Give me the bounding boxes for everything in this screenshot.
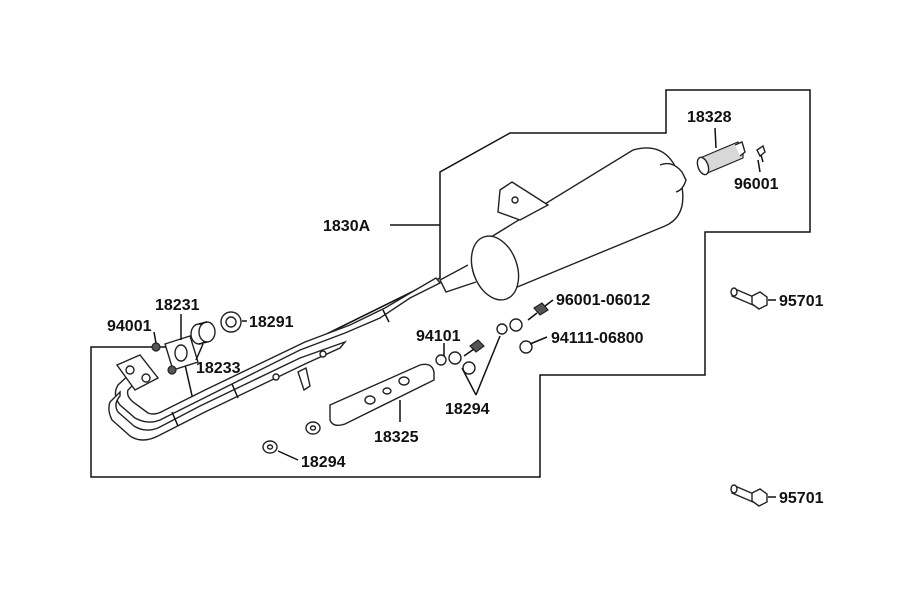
- nuts-94001: [151, 342, 177, 375]
- callout-18291: 18291: [249, 314, 294, 331]
- gasket-18291: [220, 311, 242, 333]
- callout-labels: 18328 96001 1830A 96001-06012 95701 9410…: [107, 109, 824, 507]
- flange-plate-18231: [164, 335, 199, 371]
- callout-95701-bottom: 95701: [779, 490, 824, 507]
- bolt-95701-bottom: [730, 484, 768, 507]
- callout-18294-left: 18294: [301, 454, 346, 471]
- bolt-94101: [463, 339, 485, 357]
- callout-18325: 18325: [374, 429, 419, 446]
- callout-94101: 94101: [416, 328, 461, 345]
- callout-94001: 94001: [107, 318, 152, 335]
- pipe-flange: [115, 354, 160, 391]
- muffler: [439, 147, 687, 301]
- washers-18294-left: [262, 421, 321, 454]
- callout-18294-right: 18294: [445, 401, 490, 418]
- callout-1830A: 1830A: [323, 218, 371, 235]
- heat-shield-18325: [329, 363, 435, 427]
- bolt-96001-06012: [527, 302, 549, 321]
- callout-96001-06012: 96001-06012: [556, 292, 650, 309]
- washers-18294-right: [435, 318, 533, 375]
- callout-95701-top: 95701: [779, 293, 824, 310]
- screw-96001: [756, 144, 766, 163]
- callout-18328: 18328: [687, 109, 732, 126]
- callout-96001: 96001: [734, 176, 779, 193]
- bolt-95701-top: [730, 287, 768, 310]
- callout-94111-06800: 94111-06800: [551, 330, 644, 347]
- leader-lines: [153, 127, 776, 498]
- callout-18231: 18231: [155, 297, 200, 314]
- joint-collar-18233: [190, 321, 216, 345]
- callout-18233: 18233: [196, 360, 241, 377]
- tailpipe-18328: [696, 141, 746, 176]
